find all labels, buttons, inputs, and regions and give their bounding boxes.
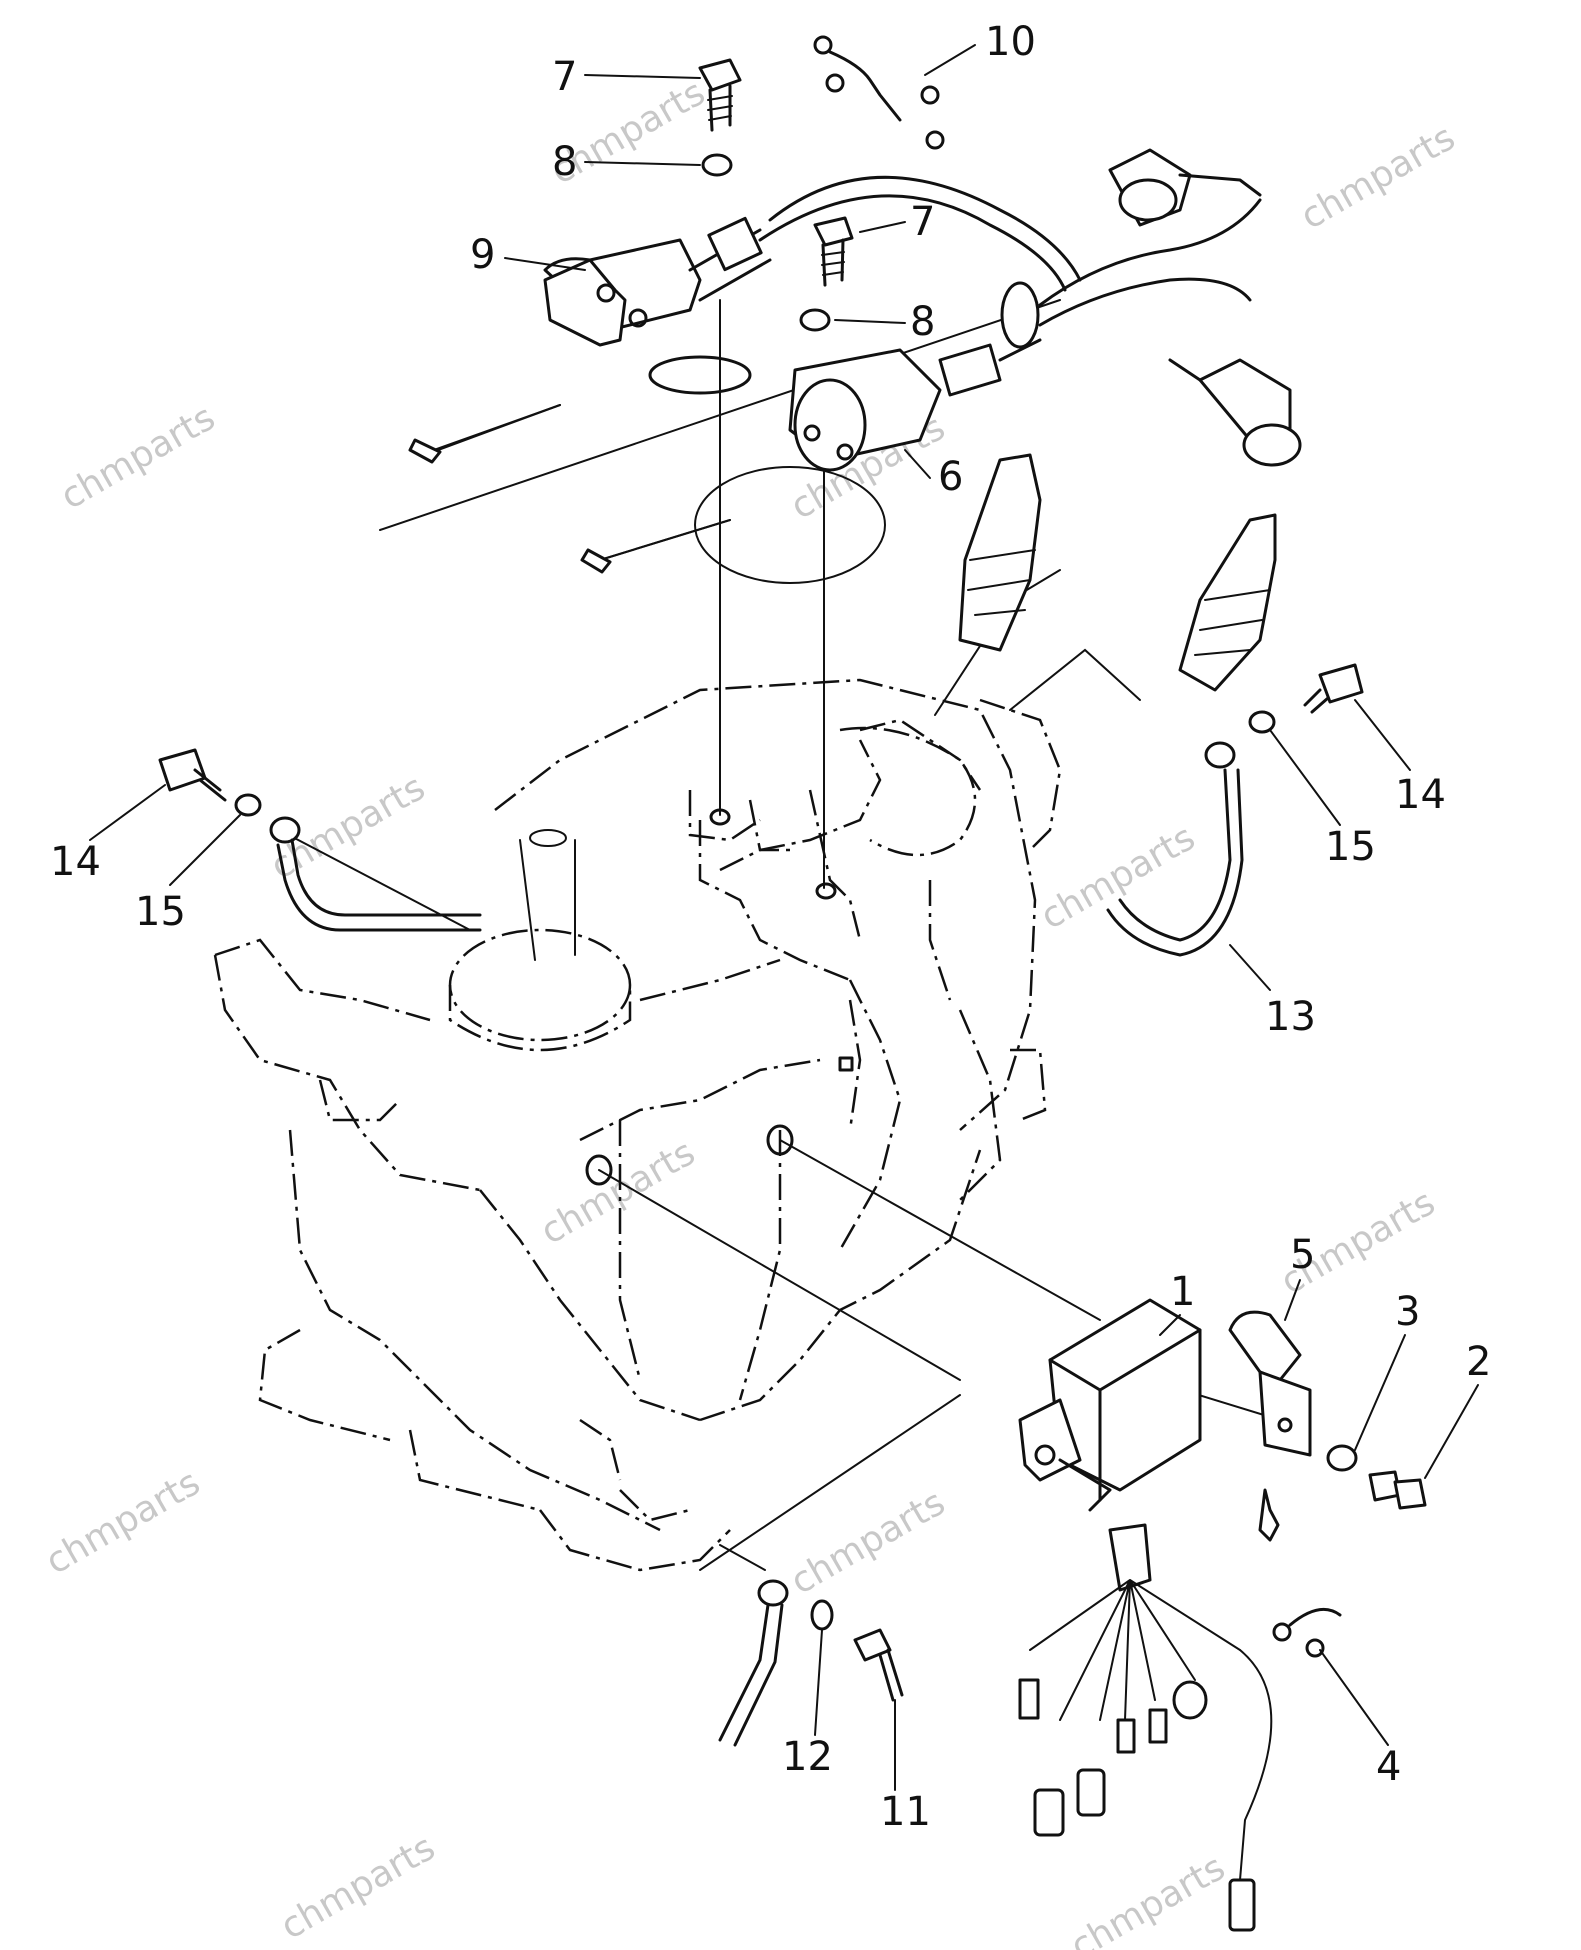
- ignition-coil-9: [408, 175, 1082, 464]
- callout-2: 2: [1466, 1339, 1491, 1385]
- callout-15-left: 15: [135, 889, 186, 935]
- cdi-unit-1: [1018, 1298, 1280, 1932]
- callout-9: 9: [470, 232, 495, 278]
- washer-8-lower: [799, 308, 831, 332]
- engine-block-outline: [213, 678, 1062, 1572]
- bolt-14-left: [158, 748, 227, 802]
- watermark: chmparts: [274, 1827, 442, 1948]
- ground-lead-right: [1106, 741, 1244, 957]
- spark-plug-left: [958, 453, 1042, 652]
- watermark: chmparts: [534, 1132, 702, 1253]
- callout-7-lower: 7: [910, 199, 935, 245]
- washer-12: [810, 1599, 834, 1631]
- watermark-layer: chmparts chmparts chmparts chmparts chmp…: [39, 72, 1462, 1950]
- callout-leaders: [89, 44, 1479, 1791]
- bolt-14-right: [1303, 663, 1364, 714]
- watermark: chmparts: [39, 1462, 207, 1583]
- ignition-coil-6: [580, 198, 1262, 584]
- spark-plug-cap-upper: [1108, 148, 1262, 227]
- spark-plug-right: [1178, 513, 1277, 692]
- watermark: chmparts: [784, 1482, 952, 1603]
- callout-11: 11: [880, 1789, 931, 1835]
- callout-5: 5: [1290, 1232, 1315, 1278]
- bolt-7-upper: [698, 58, 742, 132]
- watermark: chmparts: [1064, 1847, 1232, 1950]
- watermark: chmparts: [1294, 117, 1462, 238]
- washer-15-right: [1248, 710, 1276, 734]
- callout-4: 4: [1376, 1744, 1401, 1790]
- callout-8-upper: 8: [552, 139, 577, 185]
- callout-14-left: 14: [50, 839, 101, 885]
- clamp-5: [1228, 1310, 1312, 1457]
- callout-7-upper: 7: [552, 54, 577, 100]
- callout-15-right: 15: [1325, 824, 1376, 870]
- callout-10: 10: [985, 19, 1036, 65]
- clip-4: [1272, 1607, 1342, 1658]
- watermark: chmparts: [1034, 817, 1202, 938]
- ground-lead-bottom: [718, 1579, 789, 1747]
- washer-3: [1326, 1444, 1358, 1472]
- bolt-7-lower: [813, 216, 854, 287]
- washer-8-upper: [701, 153, 733, 177]
- callout-13: 13: [1265, 994, 1316, 1040]
- callout-3: 3: [1395, 1289, 1420, 1335]
- washer-15-left: [234, 793, 262, 817]
- callout-12: 12: [782, 1734, 833, 1780]
- callout-1: 1: [1170, 1269, 1195, 1315]
- ground-lead-left: [269, 816, 482, 932]
- callout-labels: 1 2 3 4 5 6 7 7 8 8 9 10 11 12 13 14 14 …: [50, 19, 1491, 1835]
- watermark: chmparts: [54, 397, 222, 518]
- spark-plug-cap-lower: [1168, 358, 1302, 467]
- callout-14-right: 14: [1395, 772, 1446, 818]
- bolt-11: [853, 1628, 904, 1702]
- clip-10: [813, 35, 945, 150]
- bolt-2: [1368, 1470, 1427, 1510]
- callout-6: 6: [938, 454, 963, 500]
- callout-8-lower: 8: [910, 299, 935, 345]
